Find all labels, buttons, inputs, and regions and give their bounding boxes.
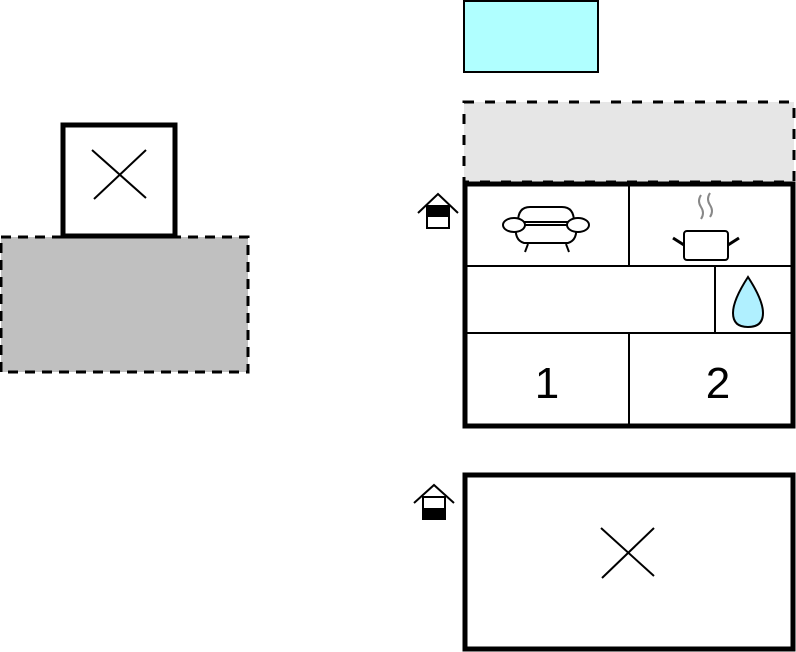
kitchen: [672, 192, 740, 261]
house-entrance-icon: [413, 483, 455, 520]
x-mark-icon: [600, 527, 655, 579]
x-mark-icon: [91, 149, 147, 200]
bedroom-2-label: 2: [706, 359, 730, 408]
bedroom-2: 2: [706, 359, 730, 408]
house-entrance-icon: [417, 192, 459, 229]
right-terrace: [462, 100, 796, 184]
left-terrace: [0, 235, 250, 374]
pool: [463, 0, 599, 73]
cooking-pot-icon: [672, 192, 740, 261]
bathroom: [731, 275, 765, 329]
bottom-room: [462, 472, 796, 652]
water-drop-icon: [731, 275, 765, 329]
left-room: [60, 122, 178, 239]
right-house: 1 2: [462, 181, 796, 429]
bedroom-1: 1: [535, 359, 559, 408]
living-room: [502, 206, 590, 253]
sofa-icon: [502, 206, 590, 253]
bedroom-1-label: 1: [535, 359, 559, 408]
